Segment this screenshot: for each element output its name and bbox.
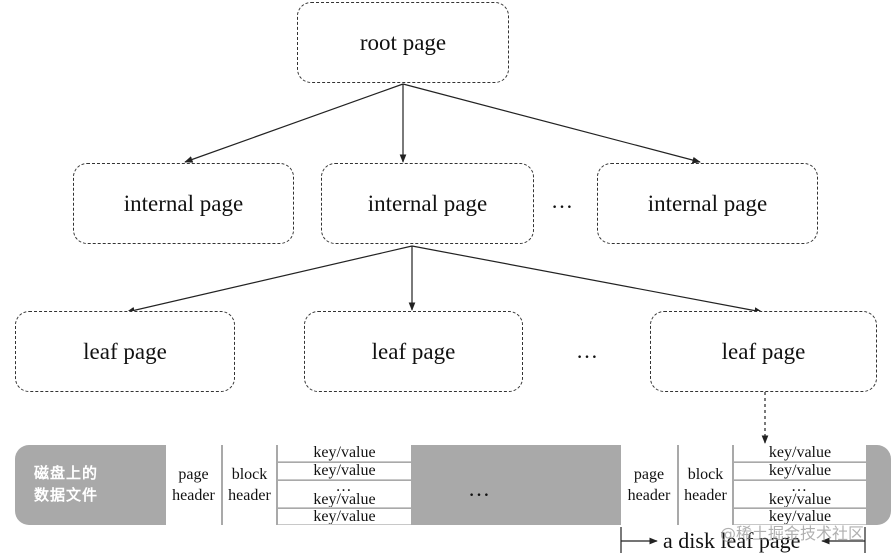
edge-root-internal-3	[402, 83, 701, 164]
kv-row: key/value	[278, 492, 411, 508]
leaf-page-node-1: leaf page	[15, 311, 235, 392]
disk-label-line-1: 磁盘上的	[34, 464, 99, 482]
internal-page-label: internal page	[123, 190, 244, 216]
page-header-text-1: page	[633, 466, 665, 483]
disk-leaf-page-caption: a disk leaf page	[663, 528, 801, 553]
edge-internal-leaf-1	[126, 245, 413, 314]
block-header-text-2: header	[228, 487, 271, 504]
page-header-text-2: header	[172, 487, 215, 504]
kv-row: key/value	[278, 445, 411, 462]
kv-row: key/value	[278, 509, 411, 525]
block-header-cell: block header	[679, 445, 732, 525]
kv-ellipsis: …	[278, 481, 411, 492]
edge-root-internal-1	[184, 83, 404, 163]
disk-data-file-label: 磁盘上的 数据文件	[34, 462, 134, 506]
internal-page-node-2: internal page	[321, 163, 534, 244]
leaf-page-node-2: leaf page	[304, 311, 523, 392]
leaf-page-label: leaf page	[83, 338, 167, 364]
leaf-page-label: leaf page	[721, 338, 806, 364]
leaf-page-node-3: leaf page	[650, 311, 877, 392]
root-page-node: root page	[297, 2, 509, 83]
kv-row: key/value	[734, 445, 866, 462]
block-header-cell: block header	[223, 445, 276, 525]
disk-gap-ellipsis: …	[468, 476, 492, 501]
internal-page-label: internal page	[367, 190, 488, 216]
kv-row: key/value	[734, 492, 866, 508]
page-header-text-1: page	[178, 466, 209, 483]
root-page-label: root page	[359, 29, 447, 55]
kv-row: key/value	[734, 509, 866, 525]
watermark-text: @稀土掘金技术社区	[720, 524, 865, 543]
leaf-page-label: leaf page	[371, 338, 456, 364]
internal-page-label: internal page	[647, 190, 768, 216]
block-header-text-1: block	[687, 466, 724, 483]
block-header-text-2: header	[684, 487, 727, 504]
kv-ellipsis: …	[734, 481, 866, 492]
page-header-cell: page header	[166, 445, 221, 525]
edge-internal-leaf-3	[411, 245, 763, 314]
page-header-cell: page header	[621, 445, 677, 525]
internal-ellipsis: …	[551, 188, 575, 213]
leaf-ellipsis: …	[576, 338, 600, 363]
page-header-text-2: header	[627, 487, 671, 504]
internal-page-node-3: internal page	[597, 163, 818, 244]
internal-page-node-1: internal page	[73, 163, 294, 244]
disk-label-line-2: 数据文件	[34, 486, 99, 504]
kv-row: key/value	[278, 463, 411, 480]
block-header-text-1: block	[231, 466, 268, 483]
kv-row: key/value	[734, 463, 866, 480]
